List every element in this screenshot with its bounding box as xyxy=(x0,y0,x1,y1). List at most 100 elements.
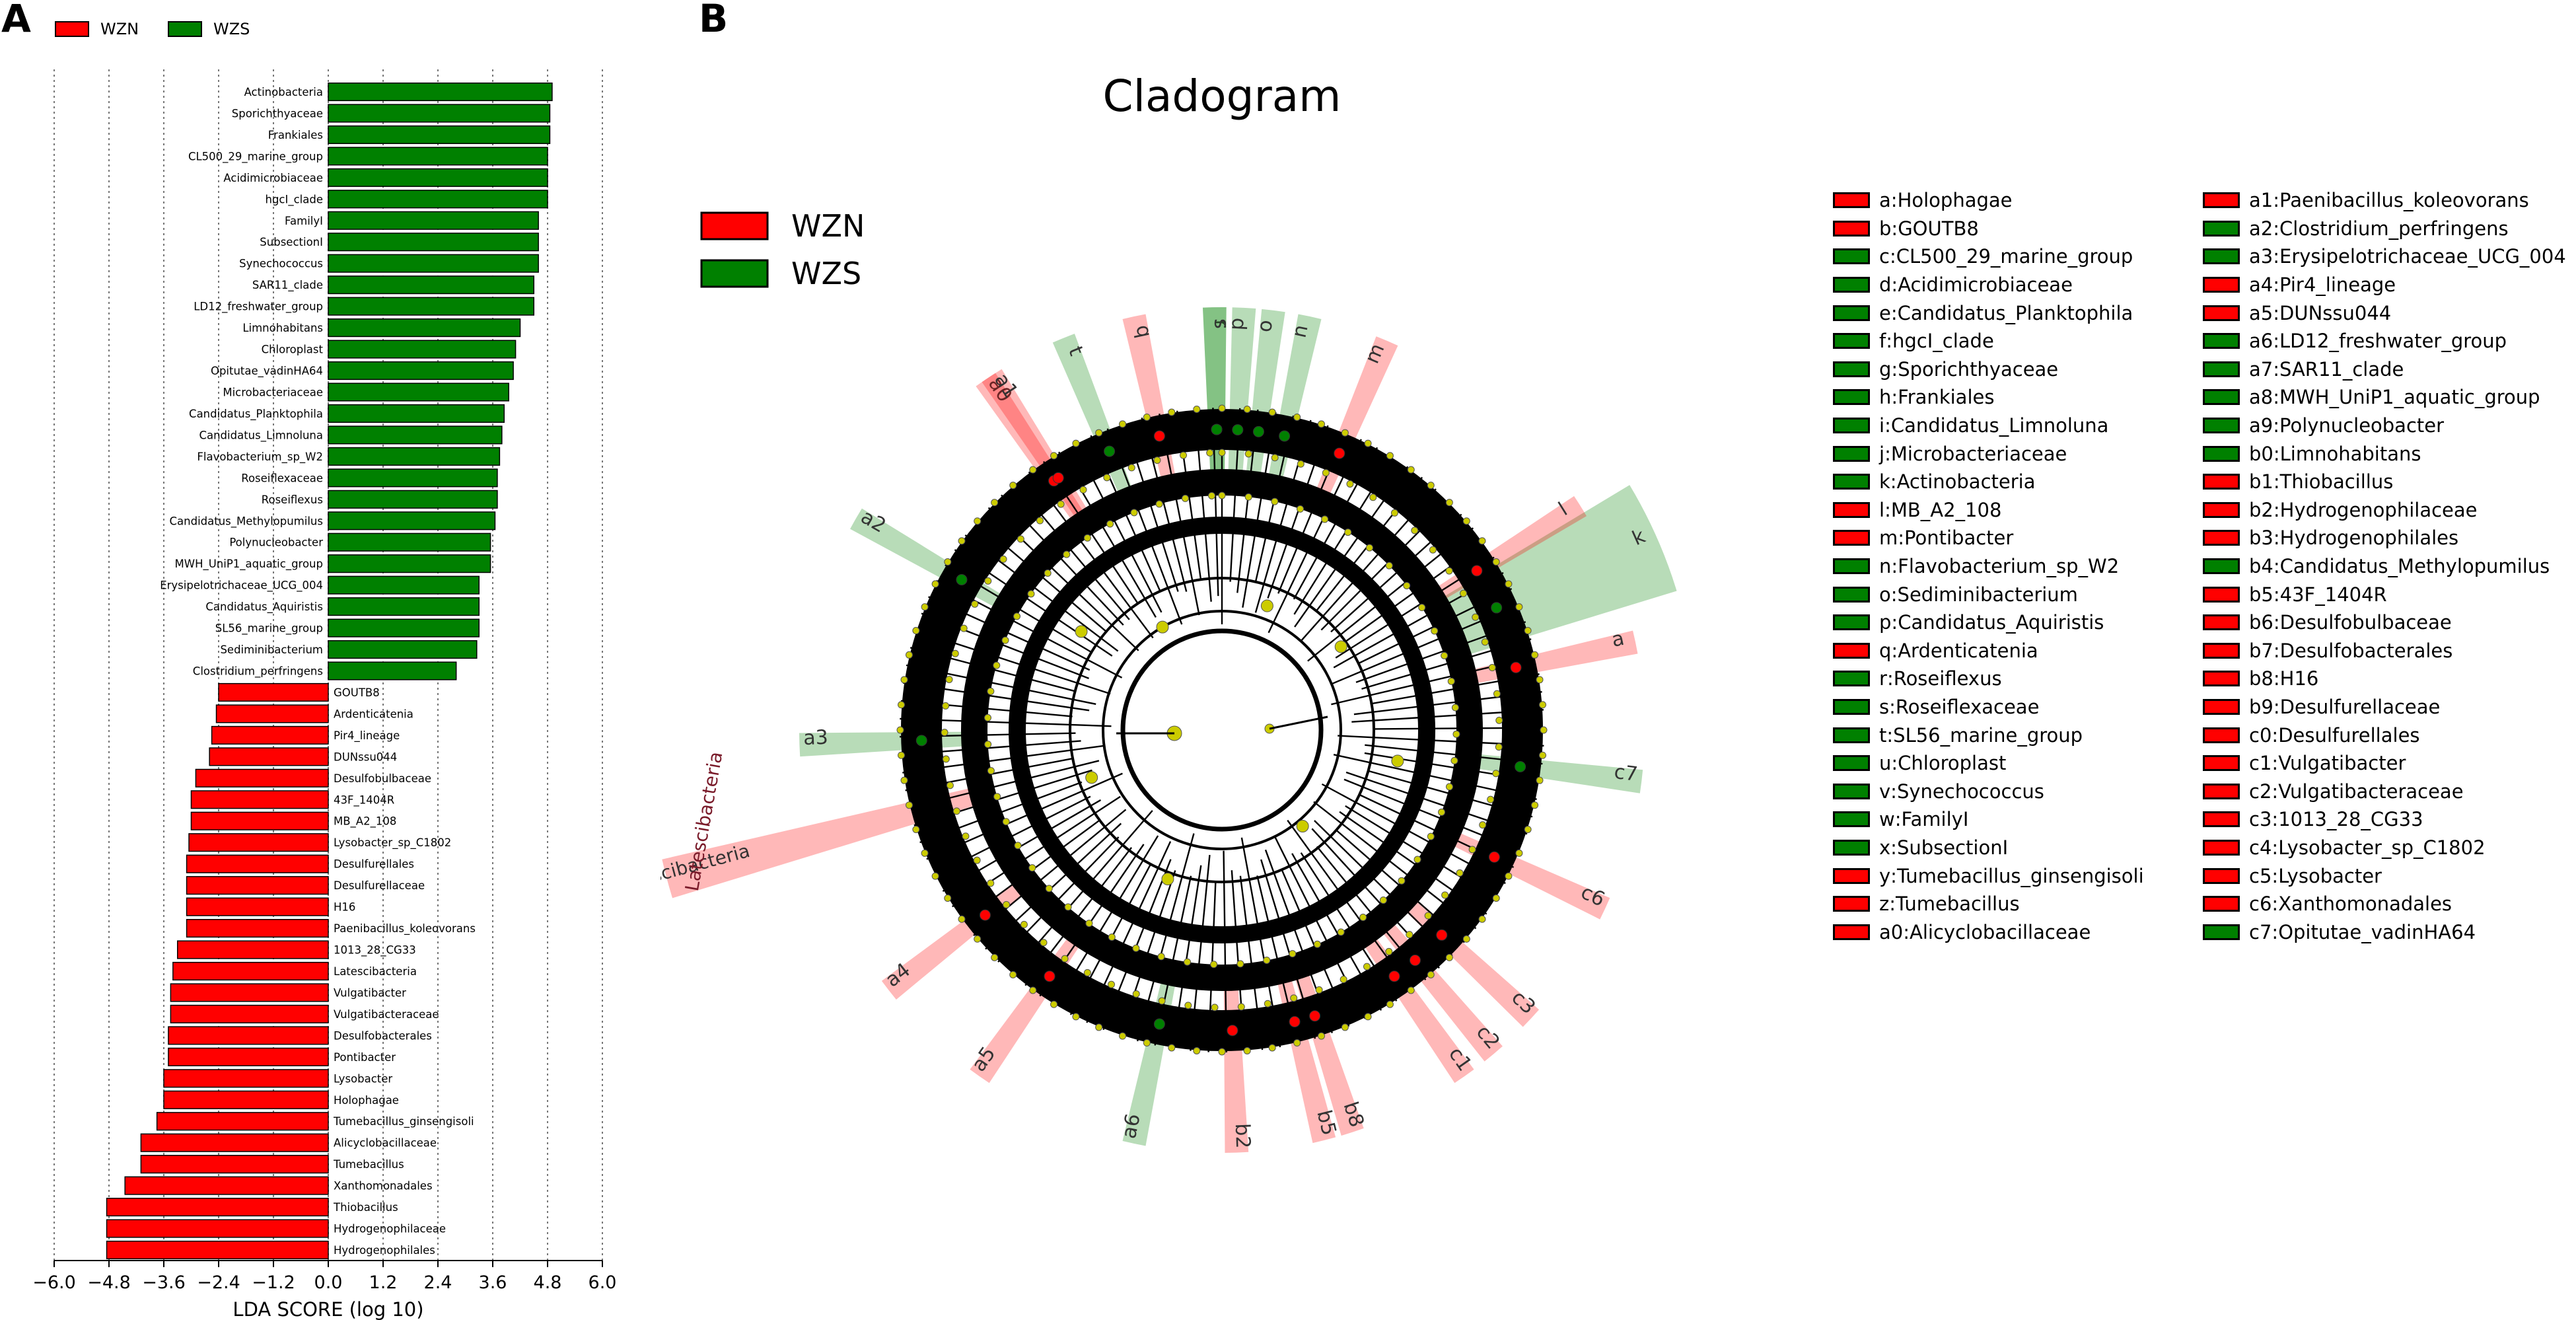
cladogram-key-separator: : xyxy=(1890,780,1897,803)
cladogram-node xyxy=(1524,627,1532,635)
cladogram-key-swatch xyxy=(2203,896,2240,912)
lda-bar-label: Opitutae_vadinHA64 xyxy=(211,365,323,378)
lda-bar xyxy=(186,854,329,873)
cladogram-node xyxy=(1158,997,1166,1005)
lda-bar-label: Roseiflexaceae xyxy=(241,472,323,484)
cladogram-key-name: Pontibacter xyxy=(1904,527,2014,550)
cladogram-key-name: Sediminibacterium xyxy=(1897,583,2078,606)
cladogram-node xyxy=(1184,958,1192,966)
cladogram-highlight-label: p xyxy=(1225,317,1249,331)
cladogram-key-code: e xyxy=(1879,301,1891,324)
cladogram-key-code: o xyxy=(1879,583,1891,606)
lda-bar-label: SubsectionI xyxy=(260,236,323,248)
cladogram-branch xyxy=(1024,847,1133,986)
cladogram-node xyxy=(1297,505,1305,513)
cladogram-key-name: Lysobacter_sp_C1802 xyxy=(2278,836,2486,859)
cladogram-node xyxy=(993,661,1001,669)
cladogram-key-code: m xyxy=(1879,527,1898,550)
cladogram-key-separator: : xyxy=(2273,301,2280,324)
cladogram-node xyxy=(1271,454,1279,462)
cladogram-key-item: a6: LD12_freshwater_group xyxy=(2203,327,2573,355)
cladogram-branch xyxy=(900,700,1073,717)
cladogram-node xyxy=(1218,449,1226,457)
cladogram-branch xyxy=(942,799,1102,893)
cladogram-branch xyxy=(954,549,1113,657)
cladogram-branch xyxy=(1277,431,1346,594)
cladogram-branch xyxy=(1335,829,1465,943)
cladogram-node xyxy=(1289,1015,1301,1027)
cladogram-key-separator: : xyxy=(1884,498,1891,521)
cladogram-branch xyxy=(1239,875,1264,1050)
cladogram-key-code: c xyxy=(1879,245,1890,268)
cladogram-branch xyxy=(1331,655,1536,706)
cladogram-key-name: Vulgatibacteraceae xyxy=(2278,780,2464,803)
cladogram-branch xyxy=(919,781,1083,844)
cladogram-key-code: v xyxy=(1879,780,1891,803)
cladogram-key-separator: : xyxy=(1894,808,1902,831)
cladogram-branch xyxy=(1264,849,1334,1033)
cladogram-key-separator: : xyxy=(2272,864,2279,887)
cladogram-node xyxy=(960,624,968,632)
cladogram-key-name: Tumebacillus xyxy=(1896,893,2020,916)
cladogram-key-item: w: FamilyI xyxy=(1833,805,2203,834)
lda-bar-label: Hydrogenophilaceae xyxy=(334,1223,446,1235)
cladogram-key-swatch xyxy=(2203,220,2240,237)
cladogram-key-code: a1 xyxy=(2249,189,2273,212)
lda-bar xyxy=(168,1026,329,1045)
cladogram-node xyxy=(1341,429,1349,437)
cladogram-branch xyxy=(1240,837,1281,1048)
cladogram-node xyxy=(1406,931,1413,939)
cladogram-node xyxy=(1505,580,1513,588)
cladogram-key-item: b8: H16 xyxy=(2203,665,2573,693)
cladogram-node xyxy=(1268,408,1276,416)
lda-bar xyxy=(195,768,329,788)
cladogram-key-swatch xyxy=(1833,755,1870,772)
cladogram-key-swatch xyxy=(2203,727,2240,743)
cladogram-key-item: r: Roseiflexus xyxy=(1833,665,2203,693)
cladogram-key-code: l xyxy=(1879,498,1885,521)
cladogram-branch xyxy=(1190,854,1211,1051)
lda-bar-label: Desulfurellaceae xyxy=(334,879,425,892)
cladogram-key-name: Desulfurellaceae xyxy=(2279,695,2441,718)
cladogram-node xyxy=(1309,1010,1321,1022)
cladogram-branch xyxy=(985,823,1122,950)
cladogram-key-item: b1: Thiobacillus xyxy=(2203,468,2573,496)
cladogram-key-swatch xyxy=(1833,192,1870,209)
cladogram-key-item: c: CL500_29_marine_group xyxy=(1833,242,2203,271)
lda-bar xyxy=(328,575,480,595)
lda-x-tick-label: 4.8 xyxy=(534,1272,562,1293)
lda-bar xyxy=(328,447,501,466)
lda-bar xyxy=(328,125,551,144)
cladogram-node xyxy=(1471,565,1483,577)
cladogram-node xyxy=(1431,627,1439,635)
cladogram-branch xyxy=(1345,771,1528,835)
cladogram-branch xyxy=(1260,859,1316,1039)
lda-bar xyxy=(328,468,498,488)
lda-x-tick-label: 2.4 xyxy=(424,1272,452,1293)
lda-bar-label: Lysobacter_sp_C1802 xyxy=(334,836,451,850)
cladogram-node xyxy=(1290,994,1298,1002)
cladogram-key-name: hgcI_clade xyxy=(1892,330,1994,353)
cladogram-node xyxy=(1040,939,1048,947)
cladogram-key-item: a0: Alicyclobacillaceae xyxy=(1833,918,2203,946)
cladogram-key-code: c3 xyxy=(2249,808,2272,831)
cladogram-node xyxy=(1193,1046,1201,1054)
cladogram-node xyxy=(1359,914,1367,922)
cladogram-node xyxy=(1334,447,1345,459)
lda-bar xyxy=(156,1112,329,1131)
cladogram-key-separator: : xyxy=(1891,386,1898,409)
cladogram-key-swatch xyxy=(1833,727,1870,743)
cladogram-key-name: Acidimicrobiaceae xyxy=(1898,274,2073,297)
lda-bar-label: Pontibacter xyxy=(334,1051,396,1064)
lda-bar-label: Synechococcus xyxy=(239,258,323,270)
cladogram-key-name: Polynucleobacter xyxy=(2279,414,2445,437)
cladogram-key-separator: : xyxy=(1889,893,1896,916)
cladogram-node xyxy=(1279,430,1291,442)
cladogram-key-name: SAR11_clade xyxy=(2279,357,2404,381)
cladogram-key-swatch xyxy=(1833,896,1870,912)
cladogram-node xyxy=(1296,820,1309,833)
cladogram-node xyxy=(1095,1023,1103,1031)
